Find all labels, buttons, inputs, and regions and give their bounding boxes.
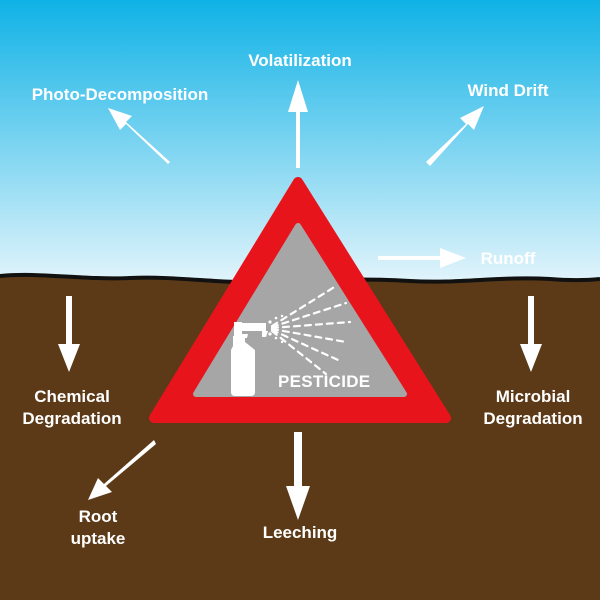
runoff-label: Runoff [480, 249, 536, 268]
wind-drift-arrow [426, 106, 484, 166]
leeching-label: Leeching [262, 523, 338, 542]
microbial-degradation-arrow [520, 296, 542, 372]
spray-bottle-icon [231, 322, 268, 396]
chemical-degradation-label: Chemical Degradation [10, 386, 134, 430]
root-uptake-arrow [88, 440, 156, 500]
root-uptake-line-2: uptake [70, 529, 126, 548]
photo-decomposition-label: Photo-Decomposition [31, 85, 209, 104]
volatilization-label: Volatilization [248, 51, 352, 70]
chemical-degradation-arrow [58, 296, 80, 372]
chemical-degradation-line-2: Degradation [22, 409, 122, 428]
spray-mist-dots [268, 314, 284, 344]
microbial-degradation-label: Microbial Degradation [470, 386, 596, 430]
root-uptake-line-1: Root [78, 507, 118, 526]
runoff-arrow [378, 248, 466, 268]
pesticide-label: PESTICIDE [278, 372, 371, 391]
wind-drift-label: Wind Drift [467, 81, 549, 100]
microbial-degradation-line-2: Degradation [483, 409, 583, 428]
leeching-arrow [286, 432, 310, 520]
photo-decomposition-arrow [108, 108, 170, 164]
volatilization-arrow [288, 80, 308, 168]
chemical-degradation-line-1: Chemical [34, 387, 110, 406]
root-uptake-label: Root uptake [58, 506, 138, 550]
microbial-degradation-line-1: Microbial [495, 387, 571, 406]
spray-mist-icon [270, 284, 352, 376]
